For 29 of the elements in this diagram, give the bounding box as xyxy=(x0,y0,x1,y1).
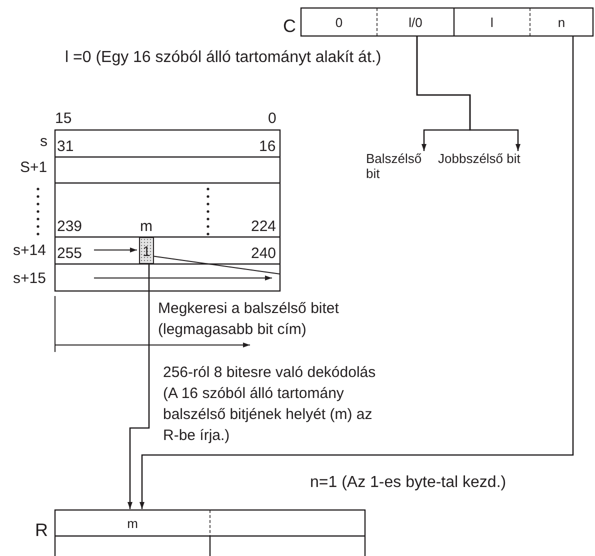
note-text: 256-ról 8 bitesre való dekódolás (A 16 szóból álló tartomány balszélső bitjének helyét (m) az R-be írja.) xyxy=(163,363,377,446)
register-name: R xyxy=(35,521,48,539)
bit-number: 240 xyxy=(251,245,276,263)
note-text: Megkeresi a balszélső bitet (legmagasabb bit cím) xyxy=(158,299,340,340)
bit-number: 0 xyxy=(268,110,276,128)
bit-number: 224 xyxy=(251,218,276,236)
bit-field: 0 xyxy=(301,8,377,36)
bit-field: l xyxy=(454,8,530,36)
bit-number: 31 xyxy=(57,138,74,156)
register-name: C xyxy=(283,17,296,35)
output-label: Balszélső bit xyxy=(366,151,428,185)
row-label: S+1 xyxy=(20,159,48,177)
row-label: s+15 xyxy=(13,270,46,288)
bit-field: l/0 xyxy=(377,8,454,36)
output-label: Jobbszélső bit xyxy=(438,151,538,169)
row-label: s+14 xyxy=(13,242,46,260)
note-text: n=1 (Az 1-es byte-tal kezd.) xyxy=(310,474,506,492)
arrow xyxy=(140,36,574,509)
bit-field: n xyxy=(530,8,593,36)
arrow xyxy=(416,36,520,151)
arrow xyxy=(128,264,150,509)
bit-number: 16 xyxy=(259,138,276,156)
note-text: l =0 (Egy 16 szóból álló tartományt alakít át.) xyxy=(65,49,382,67)
bit-cell: 1 xyxy=(139,237,154,264)
row-label: s xyxy=(40,133,48,151)
bit-number: 15 xyxy=(55,110,72,128)
bit-number: 255 xyxy=(57,245,82,263)
bit-number: 239 xyxy=(57,218,82,236)
column-label: m xyxy=(140,218,152,236)
